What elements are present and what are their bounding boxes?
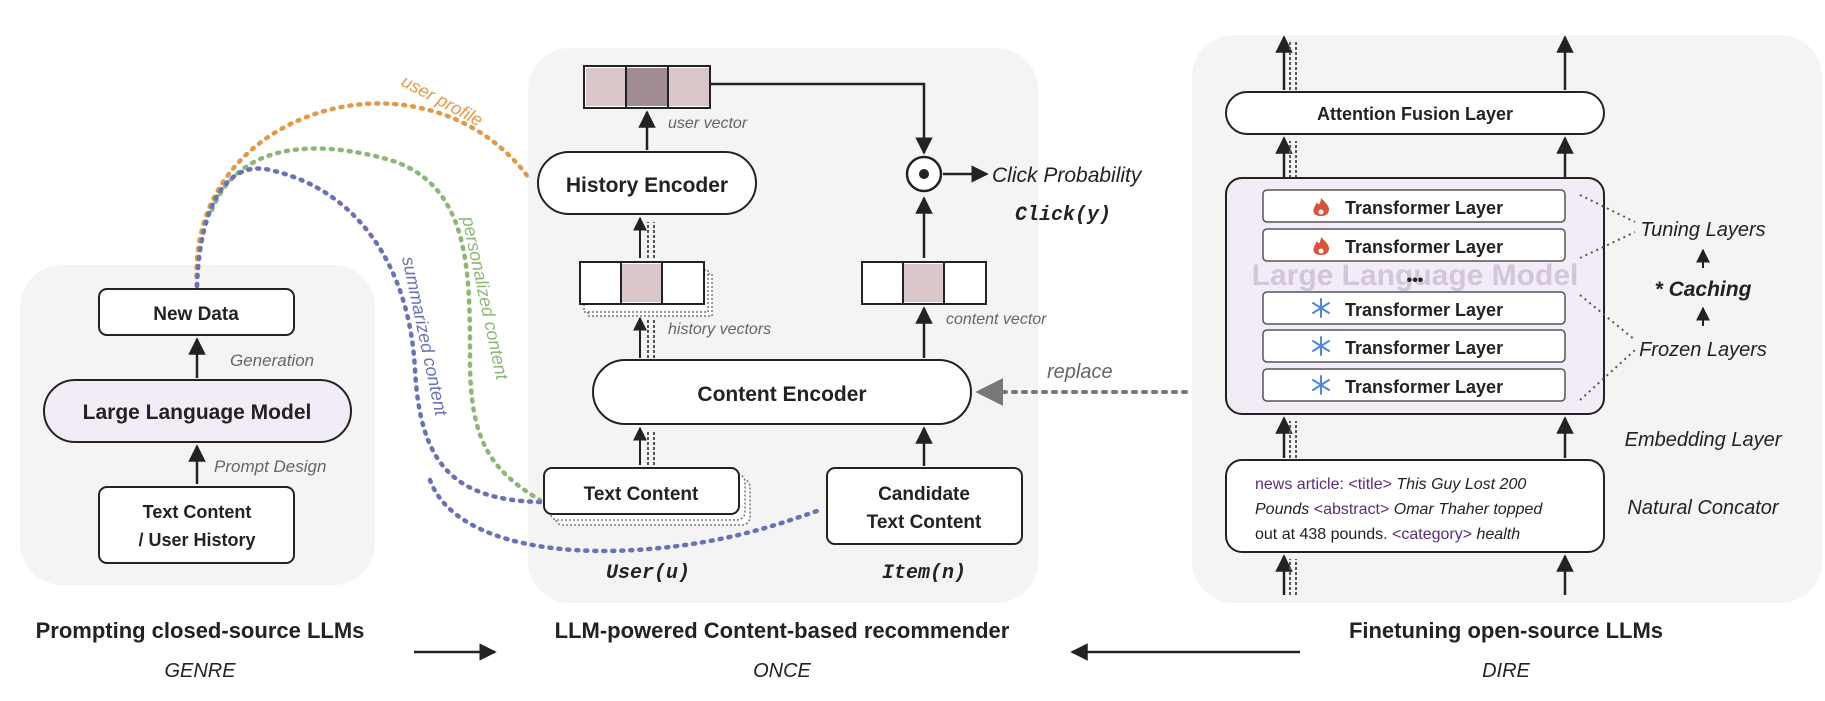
transformer-layer-2 — [1262, 228, 1566, 262]
content-encoder-box — [592, 359, 972, 425]
content-encoder-label: Content Encoder — [697, 383, 866, 406]
new-data-box — [98, 288, 295, 336]
natural-concator-label: Natural Concator — [1627, 497, 1780, 519]
transformer-layer-5 — [1262, 368, 1566, 402]
genre-input-line1: Text Content — [143, 502, 252, 522]
candidate-line1: Candidate — [878, 484, 970, 505]
history-vectors-label: history vectors — [668, 321, 771, 338]
content-vector — [861, 261, 987, 305]
text-content-stack — [543, 467, 751, 526]
transformer-layer-3 — [1262, 291, 1566, 325]
svg-text:Transformer Layer: Transformer Layer — [1345, 338, 1503, 358]
frozen-layers-label: Frozen Layers — [1639, 339, 1767, 361]
text-content-up-arrows — [633, 426, 655, 465]
svg-text:Transformer Layer: Transformer Layer — [1345, 237, 1503, 257]
user-profile-label: user profile — [398, 71, 486, 130]
flame-icon — [1313, 198, 1330, 216]
llm-to-fusion-arrows — [1275, 136, 1574, 178]
dire-input-box — [1225, 459, 1605, 553]
user-label: User(u) — [606, 562, 690, 585]
right-section-subtitle: DIRE — [1482, 660, 1530, 682]
bottom-input-arrows — [1275, 554, 1574, 595]
candidate-line2: Text Content — [867, 512, 982, 533]
left-section-title: Prompting closed-source LLMs — [36, 618, 365, 643]
transformer-layer-1 — [1262, 189, 1566, 223]
history-vectors-up-arrows — [633, 216, 655, 258]
history-encoder-box — [537, 151, 757, 215]
personalized-flow — [209, 146, 543, 503]
personalized-label: personalized content — [458, 214, 513, 383]
click-formula: Click(y) — [1015, 204, 1111, 227]
click-probability-label: Click Probability — [992, 164, 1143, 187]
transformer-layer-4 — [1262, 329, 1566, 363]
svg-text:Transformer Layer: Transformer Layer — [1345, 300, 1503, 320]
layer-group-connectors — [1579, 194, 1636, 401]
dire-input-line2: Pounds <abstract> Omar Thaher topped — [1255, 501, 1543, 518]
genre-llm-label: Large Language Model — [83, 401, 312, 424]
generation-label: Generation — [230, 351, 314, 370]
candidate-box — [826, 467, 1023, 545]
dire-llm-watermark: Large Language Model — [1252, 259, 1579, 292]
user-vector-label: user vector — [668, 115, 748, 132]
user-vector-to-dot-arrow — [710, 82, 933, 155]
new-data-label: New Data — [153, 304, 239, 325]
snowflake-icon — [1312, 375, 1330, 395]
text-content-label: Text Content — [584, 484, 699, 505]
summarized-label: summarized content — [398, 255, 451, 419]
genre-input-box — [98, 486, 295, 564]
dire-input-line3: out at 438 pounds. <category> health — [1255, 526, 1520, 543]
flame-icon — [1313, 237, 1330, 255]
genre-input-line2: / User History — [138, 530, 255, 550]
snowflake-icon — [1312, 298, 1330, 318]
caching-label: * Caching — [1655, 278, 1752, 301]
summarized-flow — [194, 166, 543, 505]
svg-text:Transformer Layer: Transformer Layer — [1345, 198, 1503, 218]
summarized-flow-candidate — [427, 477, 823, 554]
genre-llm-box — [43, 379, 352, 443]
dot-product-center — [919, 169, 929, 179]
attention-fusion-box — [1225, 91, 1605, 135]
history-vectors — [579, 261, 713, 317]
top-output-arrows — [1275, 35, 1574, 90]
transformer-layers: Transformer Layer Transformer Layer ••• … — [1262, 189, 1566, 402]
right-section-title: Finetuning open-source LLMs — [1349, 618, 1663, 643]
left-section-subtitle: GENRE — [164, 660, 236, 682]
content-vector-label: content vector — [946, 311, 1047, 328]
tuning-layers-label: Tuning Layers — [1640, 219, 1765, 241]
item-label: Item(n) — [882, 562, 966, 585]
layer-ellipsis: ••• — [1407, 272, 1424, 289]
middle-section-title: LLM-powered Content-based recommender — [555, 618, 1010, 643]
svg-text:Transformer Layer: Transformer Layer — [1345, 377, 1503, 397]
encoder-to-history-vectors-arrows — [633, 316, 655, 358]
history-encoder-label: History Encoder — [566, 174, 728, 197]
embedding-layer-label: Embedding Layer — [1625, 429, 1783, 451]
prompt-design-label: Prompt Design — [214, 457, 326, 476]
replace-label: replace — [1047, 361, 1113, 383]
input-to-llm-arrows — [1275, 416, 1574, 458]
dire-input-line1: news article: <title> This Guy Lost 200 — [1255, 476, 1526, 493]
user-vector — [583, 65, 711, 109]
middle-section-subtitle: ONCE — [753, 660, 811, 682]
attention-fusion-label: Attention Fusion Layer — [1317, 104, 1513, 124]
snowflake-icon — [1312, 336, 1330, 356]
